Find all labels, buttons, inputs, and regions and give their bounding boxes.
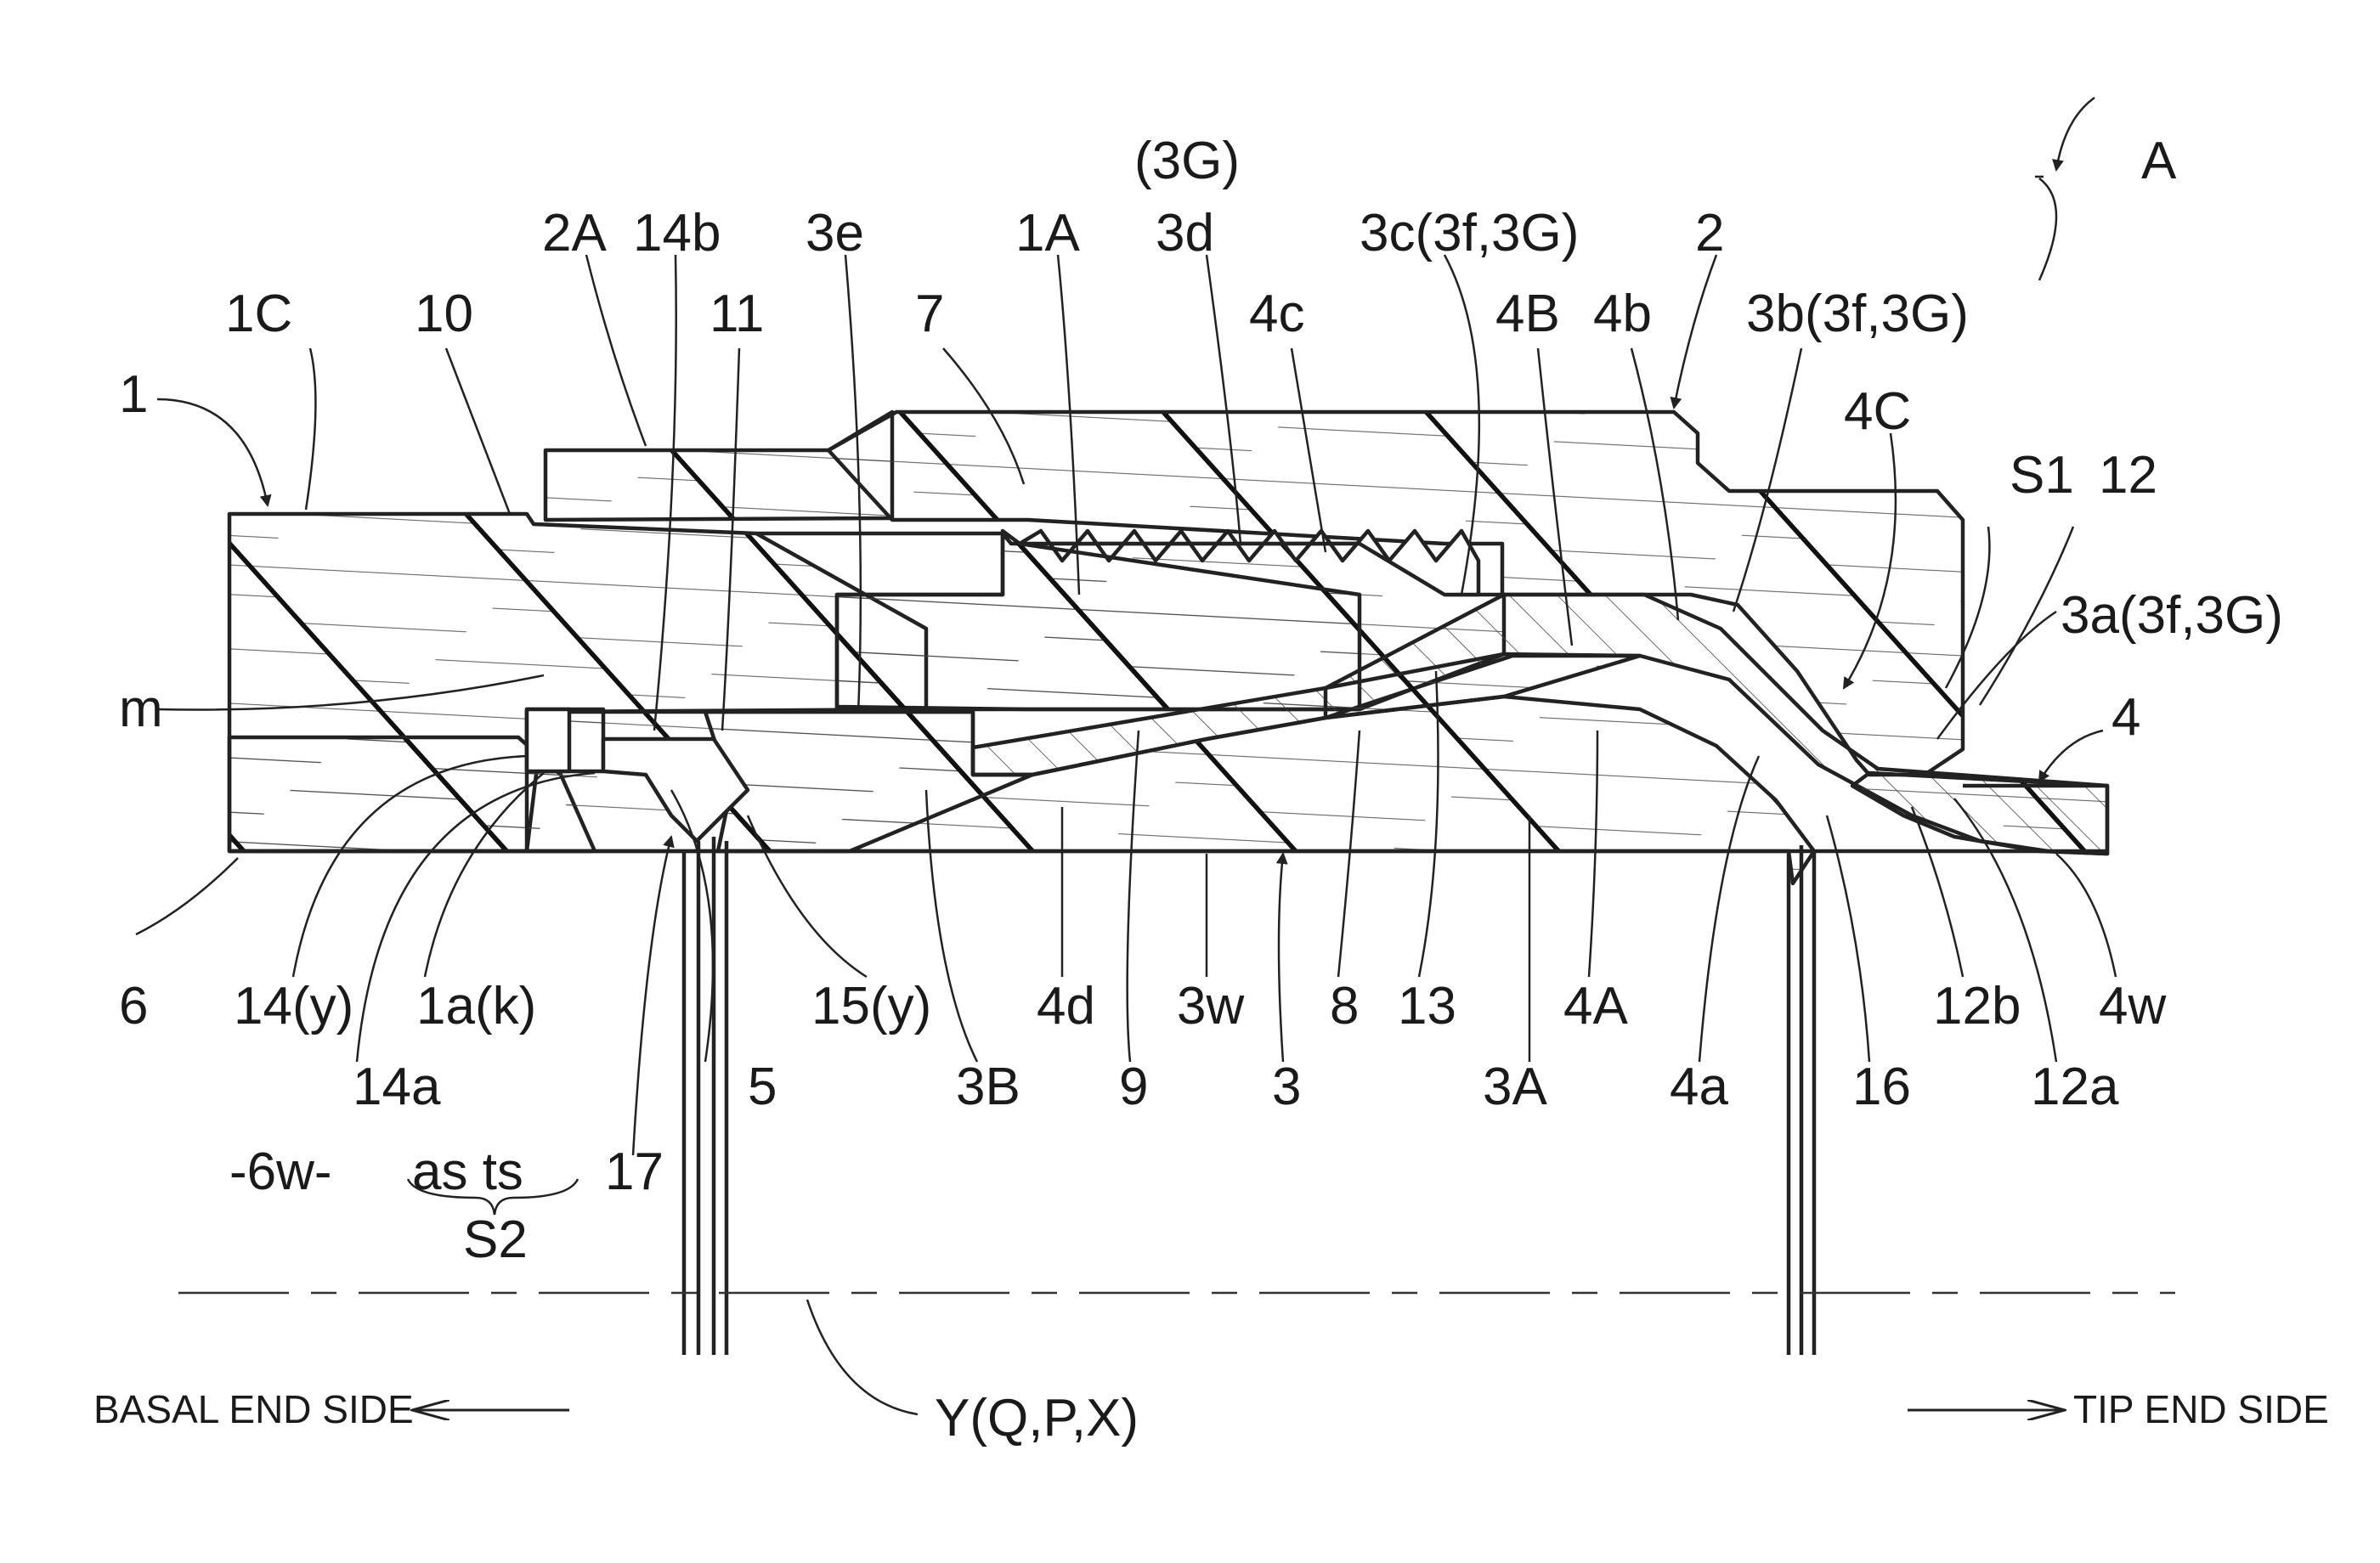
label-Y: Y(Q,P,X) [935,1389,1139,1447]
label-15y: 15(y) [811,977,931,1035]
leader-17 [633,837,671,1155]
leader-6 [136,858,238,934]
label-14a: 14a [353,1058,441,1116]
label-1A: 1A [1015,204,1080,262]
leader-Y [807,1300,918,1414]
label-3a: 3a(3f,3G) [2061,586,2283,645]
label-3d: 3d [1156,204,1214,262]
label-S1: S1 [2010,446,2074,505]
label-1C: 1C [225,285,292,343]
label-1: 1 [119,365,148,424]
label-6w: -6w- [229,1143,332,1201]
label-14b: 14b [633,204,721,262]
label-4B: 4B [1495,285,1560,343]
label-3w: 3w [1177,977,1244,1035]
label-5: 5 [748,1058,777,1116]
label-4: 4 [2111,688,2140,747]
label-3c: 3c(3f,3G) [1360,204,1579,262]
label-4w: 4w [2099,977,2166,1035]
label-as-ts: as ts [412,1143,523,1201]
label-14y: 14(y) [234,977,353,1035]
leader-2 [1674,255,1716,408]
leader-2A [586,255,646,446]
label-S2: S2 [463,1210,528,1269]
label-12b: 12b [1933,977,2021,1035]
leader-A [2056,98,2095,170]
label-4a: 4a [1670,1058,1728,1116]
label-8: 8 [1330,977,1359,1035]
label-2: 2 [1695,204,1724,262]
label-11: 11 [709,285,764,343]
label-12: 12 [2099,446,2157,505]
basal-end-side-label: BASAL END SIDE [93,1387,414,1431]
label-4C: 4C [1844,382,1911,441]
seal-mark-m [527,709,569,771]
label-3G-top: (3G) [1134,132,1240,190]
label-4c: 4c [1249,285,1304,343]
leader-4w [2056,854,2116,977]
label-16: 16 [1852,1058,1911,1116]
leader-4 [2039,731,2103,782]
label-2A: 2A [542,204,607,262]
leader-A-arrow [2039,178,2056,280]
label-A: A [2141,132,2177,190]
label-3e: 3e [806,204,864,262]
label-4A: 4A [1563,977,1628,1035]
label-13: 13 [1398,977,1456,1035]
label-3: 3 [1272,1058,1301,1116]
label-9: 9 [1119,1058,1148,1116]
leader-12 [1980,527,2073,705]
label-3b: 3b(3f,3G) [1746,285,1969,343]
leader-1 [157,399,268,505]
leader-10 [446,348,510,514]
label-10: 10 [415,285,473,343]
label-3B: 3B [956,1058,1020,1116]
label-1ak: 1a(k) [416,977,536,1035]
leader-1C [306,348,315,510]
label-4d: 4d [1037,977,1095,1035]
label-7: 7 [915,285,944,343]
sleeve-2A [546,412,892,520]
label-3A: 3A [1483,1058,1547,1116]
leader-3 [1279,854,1283,1062]
label-12a: 12a [2031,1058,2119,1116]
label-6: 6 [119,977,148,1035]
label-17: 17 [605,1143,664,1201]
tip-end-side-label: TIP END SIDE [2073,1387,2329,1431]
label-4b: 4b [1593,285,1652,343]
label-m: m [119,680,163,738]
